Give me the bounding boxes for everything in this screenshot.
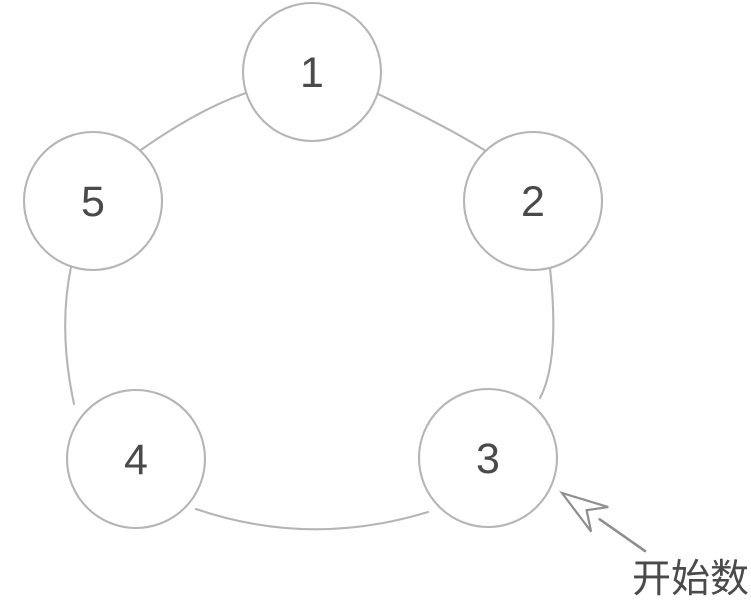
node-group: 1 2 3 4 5	[22, 1, 604, 530]
node-3-circle[interactable]	[417, 387, 559, 529]
node-2-circle[interactable]	[462, 130, 604, 272]
node-4[interactable]: 4	[65, 388, 207, 530]
edge-4-to-5	[64, 265, 76, 406]
node-4-circle[interactable]	[65, 388, 207, 530]
edge-group	[64, 90, 555, 531]
node-2[interactable]: 2	[462, 130, 604, 272]
edge-5-to-1	[136, 90, 251, 154]
arrow-head-icon	[559, 490, 609, 533]
node-1[interactable]: 1	[241, 1, 383, 143]
node-5-circle[interactable]	[22, 130, 164, 272]
node-1-circle[interactable]	[241, 1, 383, 143]
node-5[interactable]: 5	[22, 130, 164, 272]
node-2-label: 2	[521, 178, 545, 226]
node-1-label: 1	[300, 49, 324, 97]
node-4-label: 4	[124, 436, 148, 484]
edge-2-to-3	[538, 266, 555, 400]
node-5-label: 5	[81, 178, 105, 226]
node-3[interactable]: 3	[417, 387, 559, 529]
start-pointer-group	[559, 490, 647, 553]
arrow-shaft-icon	[598, 518, 647, 553]
start-annotation-label: 开始数	[632, 557, 749, 602]
edge-3-to-4	[194, 507, 430, 531]
edge-1-to-2	[376, 92, 491, 155]
node-3-label: 3	[476, 435, 500, 483]
